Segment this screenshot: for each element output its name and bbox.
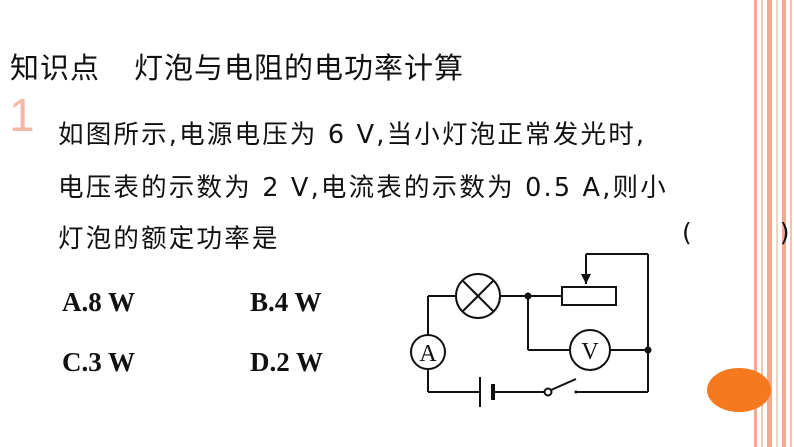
ammeter-symbol: A [410, 334, 446, 370]
ammeter-label: A [419, 341, 437, 367]
option-d[interactable]: D.2 W [250, 347, 324, 377]
option-b[interactable]: B.4 W [250, 287, 322, 317]
voltmeter-label: V [581, 339, 599, 365]
stripe [767, 0, 772, 447]
section-topic: 灯泡与电阻的电功率计算 [134, 51, 465, 85]
lamp-symbol [455, 273, 501, 319]
question-text-line-2: 电压表的示数为 2 V,电流表的示数为 0.5 A,则小 [58, 173, 668, 203]
question-text-line-3: 灯泡的额定功率是 [58, 224, 280, 254]
stripe [761, 0, 763, 447]
stripe [782, 0, 786, 447]
question-number: 1 [9, 89, 35, 141]
stripe [776, 0, 778, 447]
slider-arrow-icon [581, 274, 591, 284]
voltmeter-symbol: V [569, 329, 611, 371]
option-c[interactable]: C.3 W [62, 347, 136, 377]
section-label: 知识点 [10, 51, 101, 85]
decorative-stripes [752, 0, 794, 447]
battery-symbol [479, 377, 495, 407]
option-a[interactable]: A.8 W [62, 287, 136, 317]
junction-node [524, 292, 532, 300]
stripe [790, 0, 792, 447]
section-title: 知识点灯泡与电阻的电功率计算 [10, 45, 464, 87]
junction-node [644, 346, 652, 354]
stripe [754, 0, 757, 447]
answer-parentheses: ( ) [682, 218, 789, 247]
question-text-line-1: 如图所示,电源电压为 6 V,当小灯泡正常发光时, [58, 120, 647, 150]
circuit-diagram: A V [410, 253, 652, 407]
rheostat-symbol [561, 286, 617, 306]
switch-symbol [543, 378, 578, 397]
decorative-orange-dot [707, 368, 771, 412]
